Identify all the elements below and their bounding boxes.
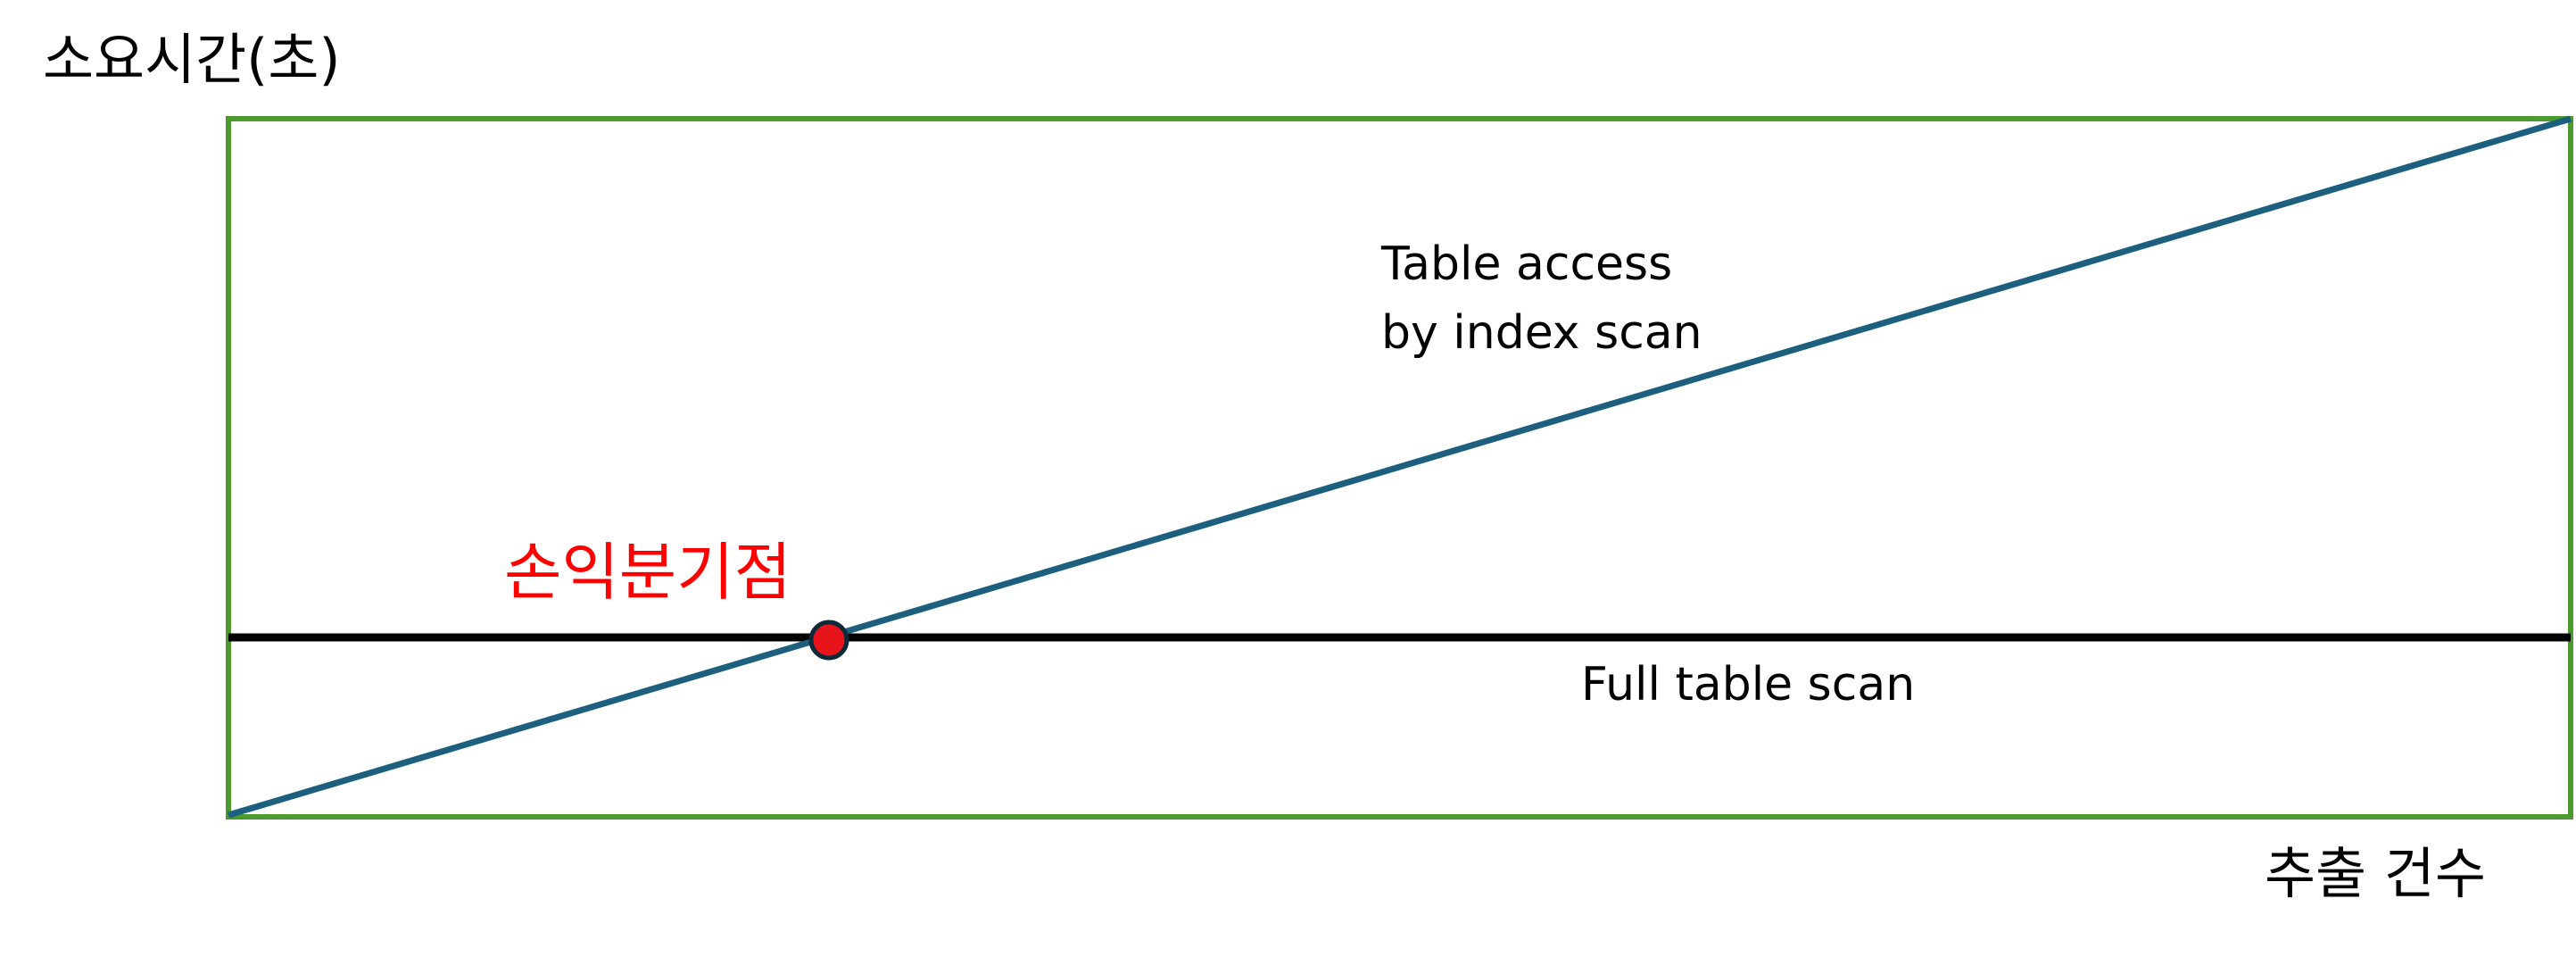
index-scan-label-line2: by index scan bbox=[1381, 306, 1702, 360]
break-even-point bbox=[808, 620, 849, 661]
full-table-scan-label: Full table scan bbox=[1581, 658, 1915, 712]
index-scan-label-line1: Table access bbox=[1380, 237, 1672, 291]
chart-frame bbox=[226, 116, 2573, 820]
break-even-label: 손익분기점 bbox=[504, 536, 791, 609]
x-axis-label: 추출 건수 bbox=[2265, 841, 2486, 906]
y-axis-label: 소요시간(초) bbox=[43, 27, 341, 92]
index-scan-line bbox=[228, 115, 2572, 819]
